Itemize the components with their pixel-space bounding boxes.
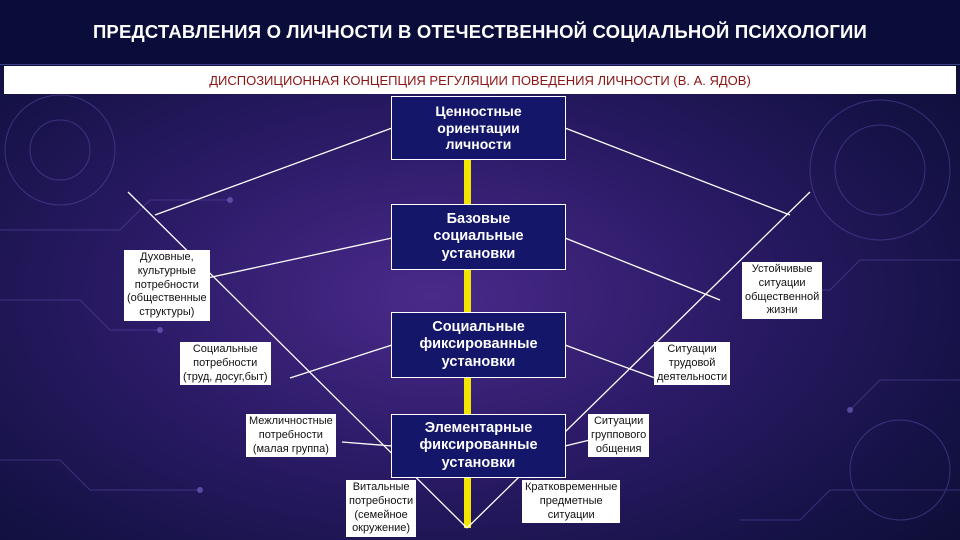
left-link-1 [154, 127, 393, 216]
page-title: ПРЕДСТАВЛЕНИЯ О ЛИЧНОСТИ В ОТЕЧЕСТВЕННОЙ… [92, 21, 868, 42]
situation-label-stable: Устойчивые ситуации общественной жизни [742, 262, 823, 319]
right-link-2 [564, 237, 721, 301]
disposition-label: Элементарные фиксированные установки [419, 419, 538, 471]
needs-label-interpersonal: Межличностные потребности (малая группа) [246, 414, 336, 458]
left-link-3 [289, 344, 393, 379]
needs-label-social: Социальные потребности (труд, досуг,быт) [180, 342, 271, 386]
disposition-label: Социальные фиксированные установки [419, 318, 538, 370]
left-link-4 [341, 441, 393, 447]
disposition-label: Базовые социальные установки [433, 210, 524, 262]
page-subtitle: ДИСПОЗИЦИОННАЯ КОНЦЕПЦИЯ РЕГУЛЯЦИИ ПОВЕД… [209, 72, 751, 88]
disposition-box-basic: Базовые социальные установки [391, 204, 566, 270]
needs-label-spiritual: Духовные, культурные потребности (общест… [124, 250, 210, 321]
disposition-box-social: Социальные фиксированные установки [391, 312, 566, 378]
left-link-2 [197, 237, 393, 281]
situation-label-group: Ситуации группового общения [588, 414, 650, 458]
disposition-box-elementary: Элементарные фиксированные установки [391, 414, 566, 478]
needs-label-vital: Витальные потребности (семейное окружени… [346, 480, 417, 537]
disposition-box-values: Ценностные ориентации личности [391, 96, 566, 160]
right-link-3 [564, 344, 656, 379]
right-link-1 [564, 127, 791, 216]
subtitle-bar: ДИСПОЗИЦИОННАЯ КОНЦЕПЦИЯ РЕГУЛЯЦИИ ПОВЕД… [4, 66, 956, 94]
title-bar: ПРЕДСТАВЛЕНИЯ О ЛИЧНОСТИ В ОТЕЧЕСТВЕННОЙ… [0, 0, 960, 65]
disposition-label: Ценностные ориентации личности [435, 102, 522, 153]
situation-label-work: Ситуации трудовой деятельности [654, 342, 731, 386]
situation-label-short: Кратковременные предметные ситуации [522, 480, 621, 524]
